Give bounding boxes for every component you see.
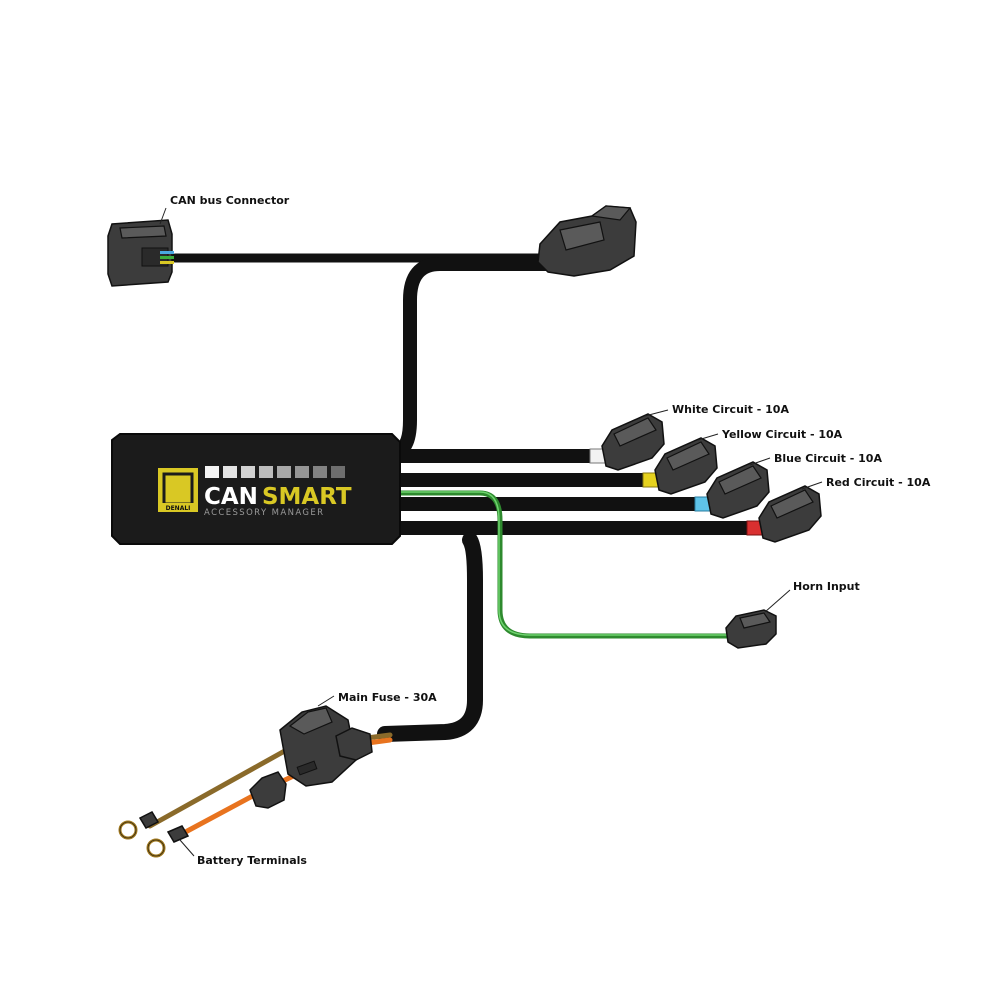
label-white-circuit: White Circuit - 10A <box>672 403 789 416</box>
horn-input-connector <box>725 609 777 649</box>
red-circuit-connector <box>746 485 822 543</box>
label-blue-circuit: Blue Circuit - 10A <box>774 452 882 465</box>
label-battery-terminals: Battery Terminals <box>197 854 307 867</box>
brand-subtitle: ACCESSORY MANAGER <box>204 508 324 518</box>
blue-circuit-connector <box>694 461 770 519</box>
can-bus-connector <box>107 219 174 287</box>
yellow-circuit-connector <box>642 437 718 495</box>
label-main-fuse: Main Fuse - 30A <box>338 691 437 704</box>
horn-input-wire <box>392 490 731 639</box>
ring-terminal-orange <box>146 825 190 858</box>
battery-leads <box>118 705 393 858</box>
label-can-bus-connector: CAN bus Connector <box>170 194 290 207</box>
label-yellow-circuit: Yellow Circuit - 10A <box>721 428 843 441</box>
denali-logo: DENALI <box>158 468 198 512</box>
module-feed-cable <box>388 257 559 459</box>
obd-connector <box>537 205 637 277</box>
white-circuit-connector <box>589 413 665 471</box>
power-cable <box>377 532 483 742</box>
main-fuse-holder <box>249 705 373 809</box>
label-red-circuit: Red Circuit - 10A <box>826 476 931 489</box>
ring-terminal-brown <box>118 811 160 840</box>
label-horn-input: Horn Input <box>793 580 860 593</box>
logo-text: DENALI <box>166 505 191 512</box>
status-led-row <box>205 466 345 478</box>
can-bus-harness <box>107 205 637 459</box>
